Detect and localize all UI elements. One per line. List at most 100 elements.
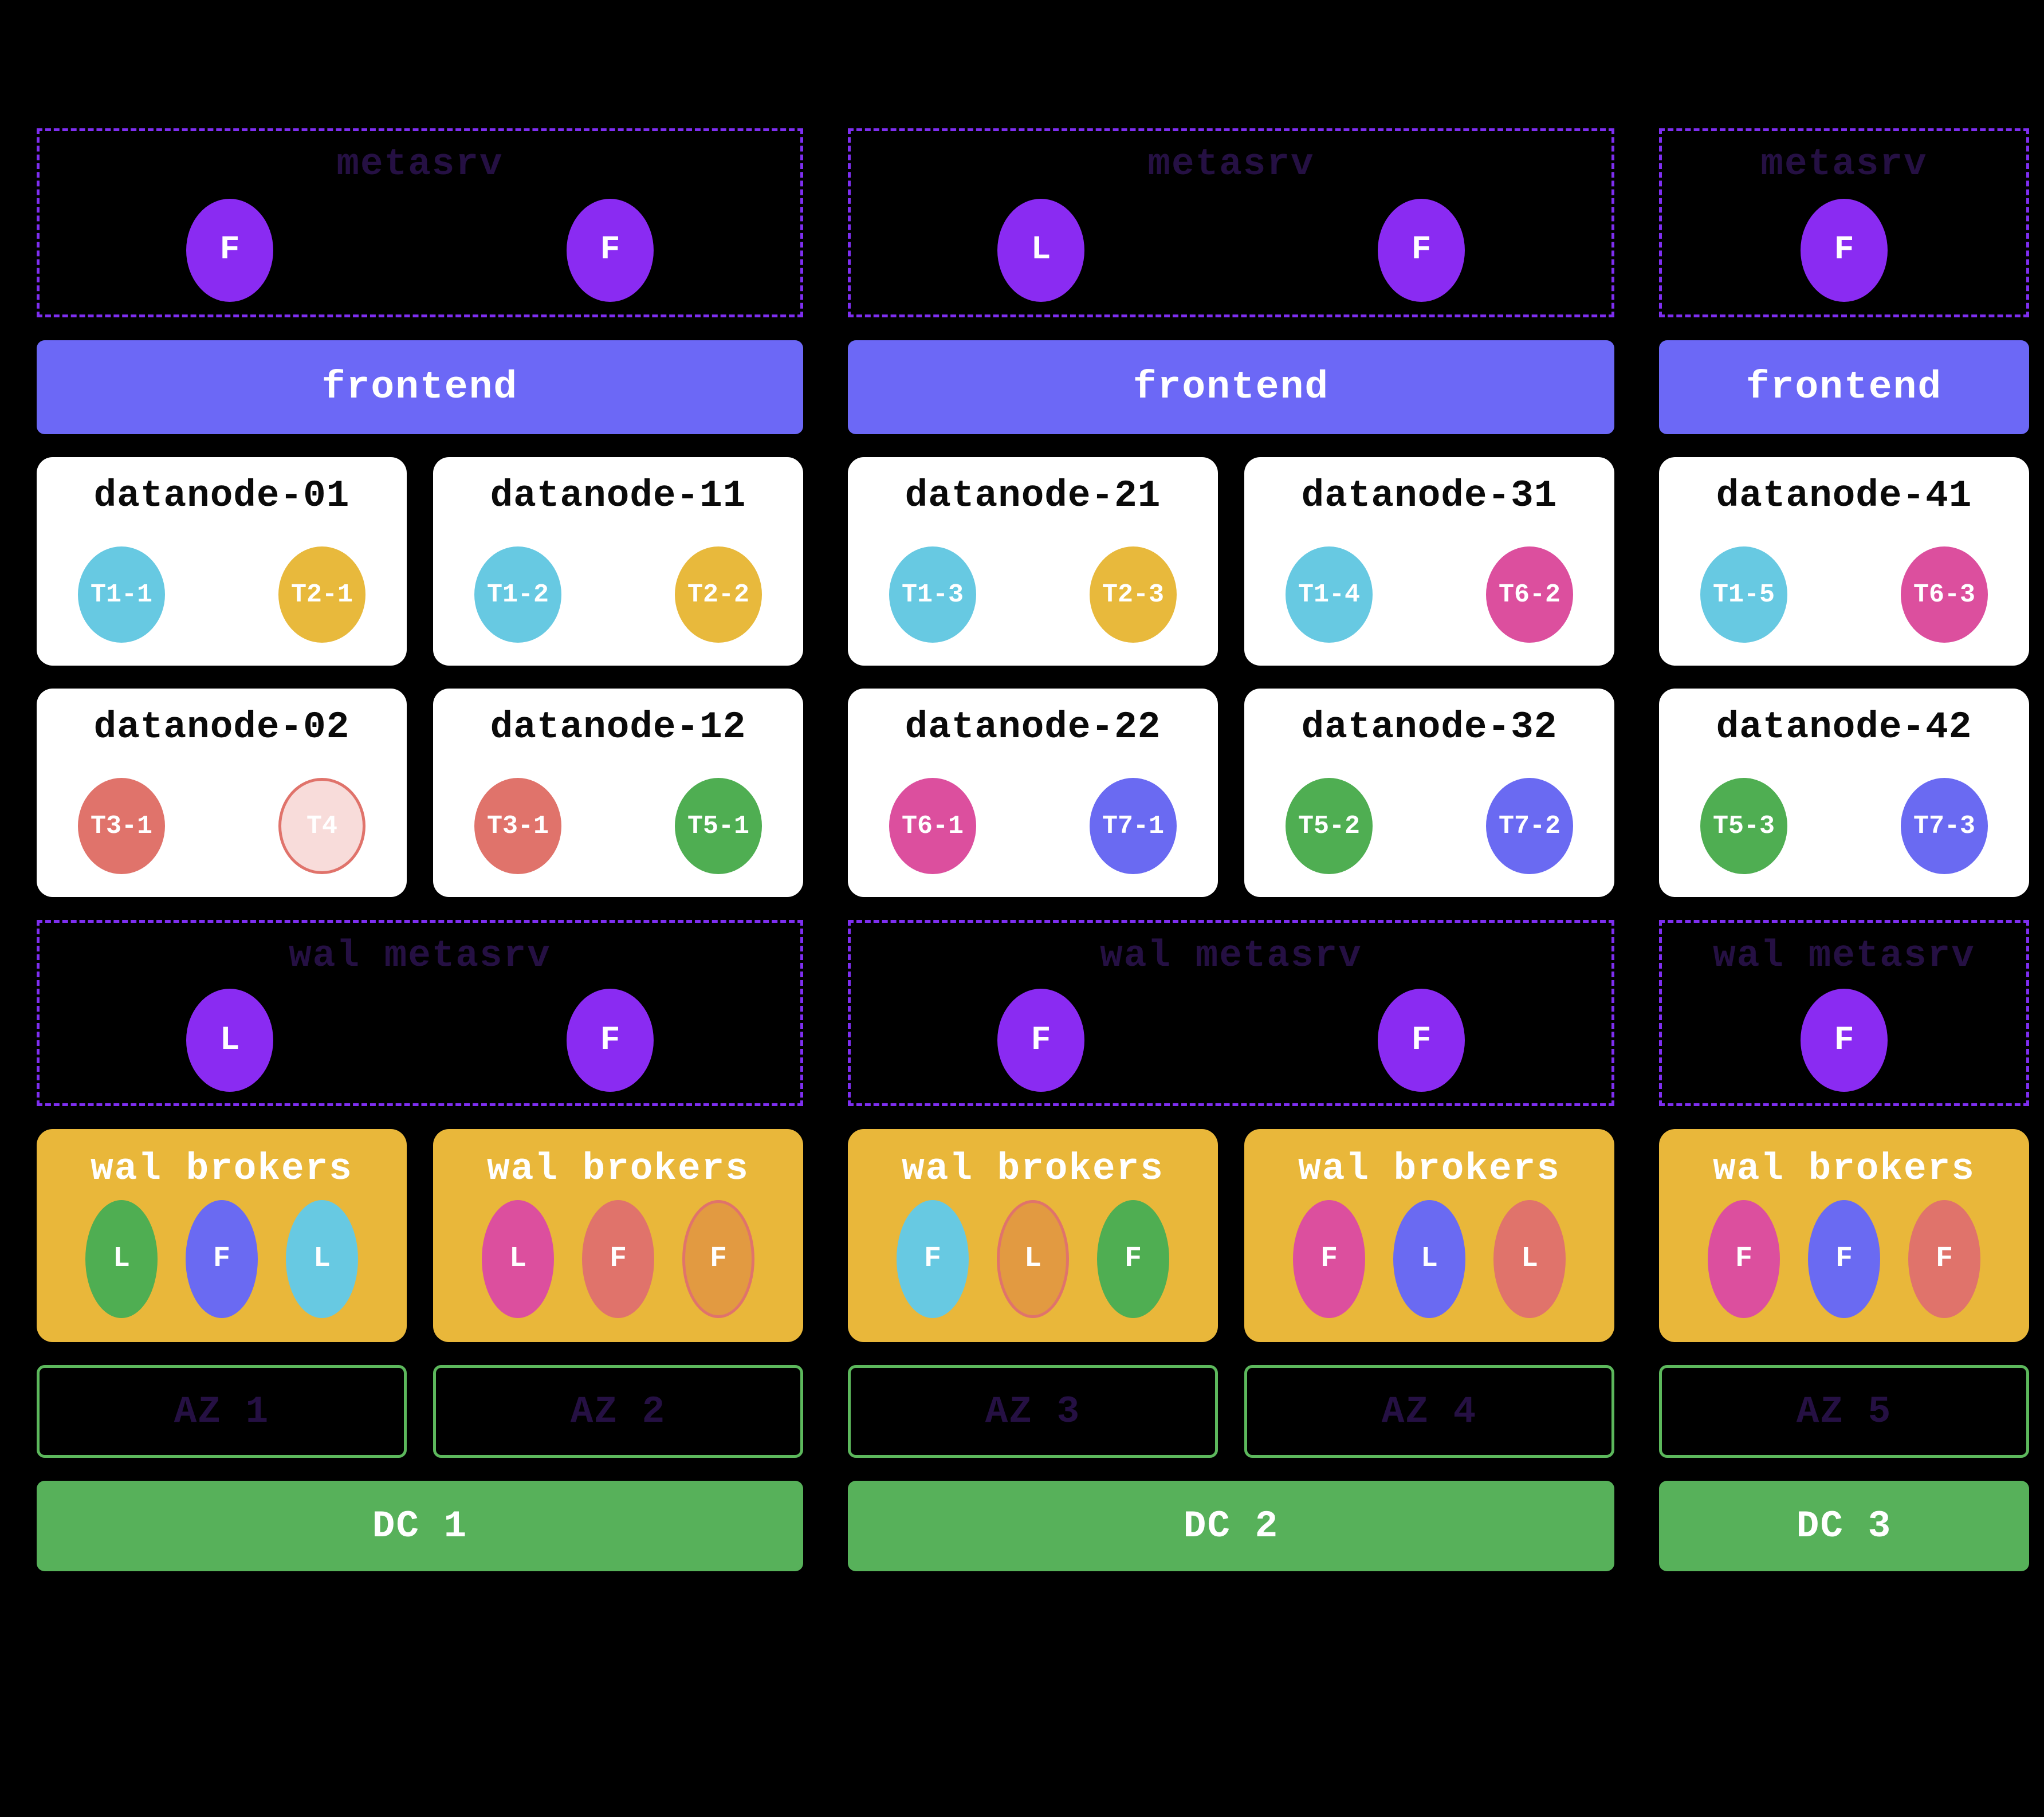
wal-metasrv-node-row: F [1662, 977, 2026, 1103]
datanode-row-top: datanode-21 T1-3 T2-3 datanode-31 T1-4 T… [848, 457, 1614, 666]
datanode-card: datanode-41 T1-5 T6-3 [1659, 457, 2029, 666]
wal-brokers-row: wal brokers L F L wal brokers L F F [37, 1129, 803, 1342]
datanode-row-bottom: datanode-42 T5-3 T7-3 [1659, 689, 2029, 897]
region-circle: T2-3 [1090, 546, 1177, 643]
region-circle: T2-2 [675, 546, 762, 643]
region-circle: T3-1 [78, 778, 165, 874]
wal-brokers-title: wal brokers [91, 1147, 353, 1190]
az-box: AZ 2 [433, 1365, 803, 1458]
metasrv-node-circle: F [567, 198, 654, 302]
broker-node-circle: F [582, 1199, 654, 1318]
region-circle: T1-5 [1700, 546, 1787, 643]
metasrv-title: metasrv [1147, 143, 1315, 186]
dc-3-column: metasrv F frontend datanode-41 T1-5 T6-3… [1659, 128, 2029, 1571]
datanode-card: datanode-11 T1-2 T2-2 [433, 457, 803, 666]
metasrv-node-circle: F [1378, 198, 1465, 302]
datanode-row-top: datanode-01 T1-1 T2-1 datanode-11 T1-2 T… [37, 457, 803, 666]
metasrv-node-circle: L [997, 198, 1084, 302]
region-circle: T1-3 [889, 546, 976, 643]
region-circle: T1-2 [474, 546, 561, 643]
metasrv-box: metasrv F F [37, 128, 803, 317]
datanode-card: datanode-32 T5-2 T7-2 [1244, 689, 1614, 897]
dc-1-column: metasrv F F frontend datanode-01 T1-1 T2… [37, 128, 803, 1571]
broker-node-circle: L [1493, 1199, 1566, 1318]
datanode-card: datanode-01 T1-1 T2-1 [37, 457, 407, 666]
datanode-title: datanode-02 [93, 706, 350, 749]
wal-brokers-box: wal brokers F L F [848, 1129, 1218, 1342]
region-circle: T5-2 [1286, 778, 1373, 874]
az-box: AZ 5 [1659, 1365, 2029, 1458]
datanode-card: datanode-22 T6-1 T7-1 [848, 689, 1218, 897]
datanode-row-top: datanode-41 T1-5 T6-3 [1659, 457, 2029, 666]
region-circle: T7-2 [1486, 778, 1573, 874]
metasrv-box: metasrv L F [848, 128, 1614, 317]
dc-bar: DC 1 [37, 1481, 803, 1571]
wal-brokers-title: wal brokers [487, 1147, 749, 1190]
broker-node-circle: L [482, 1199, 554, 1318]
metasrv-node-row: L F [851, 186, 1611, 314]
wal-metasrv-node-row: L F [40, 977, 800, 1103]
datanode-row-bottom: datanode-22 T6-1 T7-1 datanode-32 T5-2 T… [848, 689, 1614, 897]
az-box: AZ 1 [37, 1365, 407, 1458]
wal-metasrv-node-circle: F [997, 989, 1084, 1092]
region-circle: T1-1 [78, 546, 165, 643]
metasrv-node-row: F F [40, 186, 800, 314]
region-circle: T1-4 [1286, 546, 1373, 643]
dc-bar: DC 3 [1659, 1481, 2029, 1571]
datanode-card: datanode-12 T3-1 T5-1 [433, 689, 803, 897]
datanode-card: datanode-21 T1-3 T2-3 [848, 457, 1218, 666]
az-box: AZ 4 [1244, 1365, 1614, 1458]
dc-bar: DC 2 [848, 1481, 1614, 1571]
az-box: AZ 3 [848, 1365, 1218, 1458]
datanode-title: datanode-31 [1301, 474, 1558, 517]
frontend-bar: frontend [37, 340, 803, 434]
datanode-card: datanode-42 T5-3 T7-3 [1659, 689, 2029, 897]
region-circle: T7-3 [1901, 778, 1988, 874]
wal-metasrv-node-circle: F [1378, 989, 1465, 1092]
datanode-row-bottom: datanode-02 T3-1 T4 datanode-12 T3-1 T5-… [37, 689, 803, 897]
region-circle: T5-3 [1700, 778, 1787, 874]
wal-metasrv-box: wal metasrv F F [848, 920, 1614, 1106]
broker-node-circle-outlined: L [997, 1199, 1069, 1318]
wal-brokers-title: wal brokers [1713, 1147, 1975, 1190]
wal-brokers-row: wal brokers F L F wal brokers F L L [848, 1129, 1614, 1342]
wal-metasrv-node-circle: F [1801, 989, 1888, 1092]
broker-node-circle: L [85, 1199, 158, 1318]
broker-node-circle: L [286, 1199, 358, 1318]
wal-brokers-box: wal brokers L F L [37, 1129, 407, 1342]
wal-metasrv-node-circle: L [186, 989, 273, 1092]
region-circle-outlined: T4 [278, 778, 365, 874]
wal-brokers-box: wal brokers L F F [433, 1129, 803, 1342]
datanode-title: datanode-01 [93, 474, 350, 517]
datanode-title: datanode-21 [905, 474, 1161, 517]
wal-metasrv-box: wal metasrv F [1659, 920, 2029, 1106]
datanode-card: datanode-31 T1-4 T6-2 [1244, 457, 1614, 666]
wal-brokers-box: wal brokers F L L [1244, 1129, 1614, 1342]
frontend-bar: frontend [1659, 340, 2029, 434]
broker-node-circle: F [1908, 1199, 1980, 1318]
broker-node-circle: F [1097, 1199, 1169, 1318]
metasrv-node-circle: F [186, 198, 273, 302]
region-circle: T2-1 [278, 546, 365, 643]
az-row: AZ 5 [1659, 1365, 2029, 1458]
datanode-title: datanode-11 [490, 474, 746, 517]
region-circle: T3-1 [474, 778, 561, 874]
datanode-title: datanode-32 [1301, 706, 1558, 749]
metasrv-title: metasrv [1760, 143, 1928, 186]
wal-metasrv-box: wal metasrv L F [37, 920, 803, 1106]
wal-brokers-title: wal brokers [1298, 1147, 1560, 1190]
broker-node-circle: F [186, 1199, 258, 1318]
broker-node-circle: F [1708, 1199, 1780, 1318]
wal-brokers-title: wal brokers [902, 1147, 1164, 1190]
az-row: AZ 1 AZ 2 [37, 1365, 803, 1458]
region-circle: T7-1 [1090, 778, 1177, 874]
datanode-card: datanode-02 T3-1 T4 [37, 689, 407, 897]
region-circle: T6-1 [889, 778, 976, 874]
metasrv-node-row: F [1662, 186, 2026, 314]
metasrv-title: metasrv [336, 143, 504, 186]
wal-metasrv-node-circle: F [567, 989, 654, 1092]
datanode-title: datanode-41 [1716, 474, 1972, 517]
datanode-title: datanode-22 [905, 706, 1161, 749]
metasrv-node-circle: F [1801, 198, 1888, 302]
region-circle: T5-1 [675, 778, 762, 874]
